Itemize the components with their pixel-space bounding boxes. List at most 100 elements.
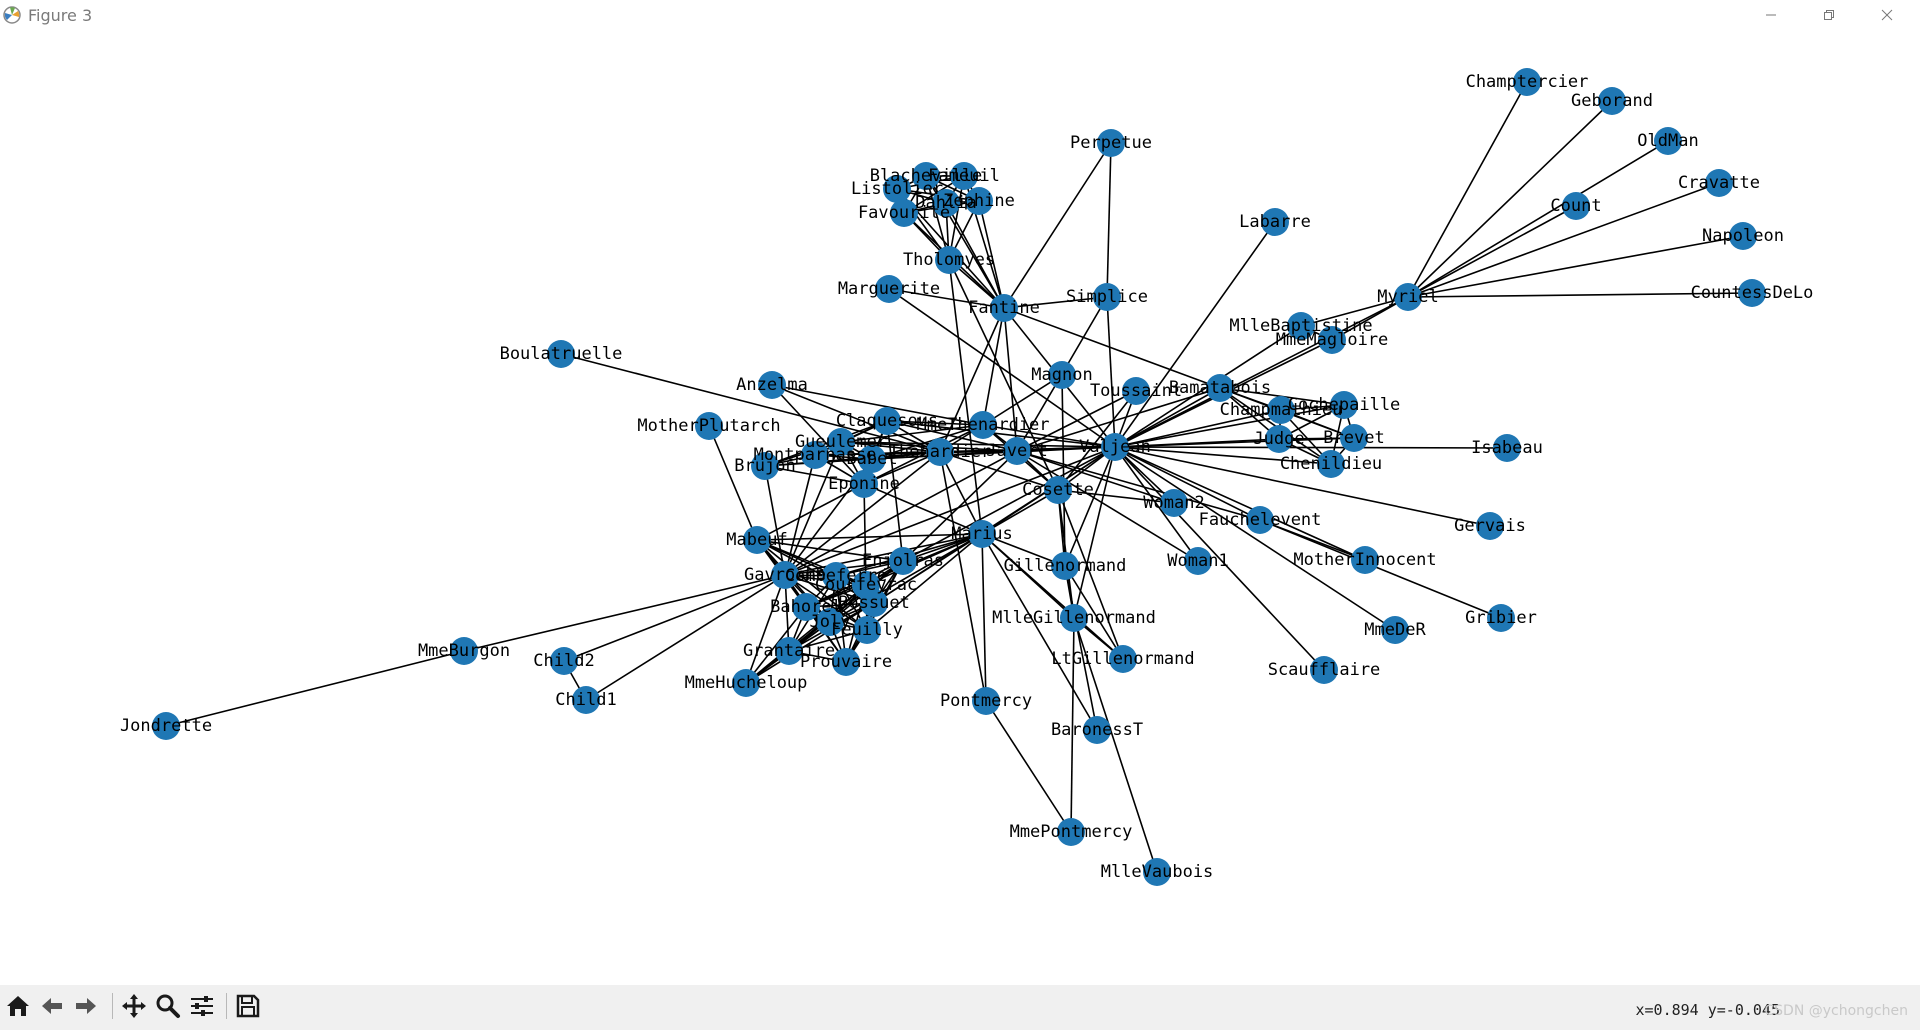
graph-edge — [1003, 296, 1108, 309]
graph-edge — [1407, 182, 1720, 298]
node-label: Marius — [951, 524, 1012, 544]
node-label: Bahorel — [770, 597, 842, 617]
graph-edge — [902, 450, 1018, 562]
node-label: Gillenormand — [1004, 556, 1127, 576]
graph-edge — [1407, 81, 1528, 298]
graph-node — [1093, 283, 1121, 311]
node-label: Zephine — [943, 191, 1015, 211]
close-button[interactable] — [1864, 0, 1910, 30]
minimize-button[interactable] — [1748, 0, 1794, 30]
cursor-coordinates: x=0.894 y=-0.045 — [1635, 1001, 1781, 1019]
node-label: Labarre — [1239, 212, 1311, 232]
graph-edge — [1061, 374, 1066, 567]
node-label: MotherPlutarch — [637, 416, 780, 436]
graph-labels: MyrielNapoleonMlleBaptistineMmeMagloireC… — [120, 72, 1813, 882]
graph-edge — [745, 606, 807, 684]
node-label: Champtercier — [1466, 72, 1589, 92]
graph-edge — [1016, 450, 1199, 562]
graph-edge — [1407, 235, 1744, 298]
node-label: Napoleon — [1702, 226, 1784, 246]
node-label: Feuilly — [831, 620, 903, 640]
graph-edge — [1114, 446, 1396, 631]
node-label: Judge — [1253, 429, 1304, 449]
graph-node — [1101, 433, 1129, 461]
home-icon — [7, 996, 29, 1016]
graph-edge — [1114, 446, 1508, 449]
graph-edge — [982, 424, 1116, 448]
pan-button[interactable] — [118, 990, 150, 1022]
graph-node — [732, 669, 760, 697]
graph-edge — [1114, 446, 1261, 521]
graph-node — [1057, 818, 1085, 846]
back-button[interactable] — [36, 990, 68, 1022]
graph-node — [850, 470, 878, 498]
node-label: Fauchelevent — [1199, 510, 1322, 530]
graph-edge — [863, 483, 867, 586]
graph-edge — [1057, 390, 1137, 491]
graph-edge — [764, 465, 786, 576]
graph-edge — [784, 451, 941, 576]
graph-edge — [863, 483, 983, 535]
graph-node — [1513, 68, 1541, 96]
graph-edge — [745, 602, 875, 684]
watermark: CSDN @ychongchen — [1764, 1003, 1908, 1019]
network-graph[interactable]: MyrielNapoleonMlleBaptistineMmeMagloireC… — [0, 30, 1920, 985]
node-label: Gribier — [1465, 608, 1537, 628]
graph-edge — [745, 574, 786, 684]
node-label: Blacheville — [870, 166, 983, 186]
node-label: OldMan — [1637, 131, 1698, 151]
configure-subplots-button[interactable] — [186, 990, 218, 1022]
graph-edge — [982, 307, 1005, 426]
node-label: Anzelma — [736, 375, 808, 395]
graph-edge — [945, 202, 1005, 309]
graph-node — [1598, 87, 1626, 115]
node-label: Cosette — [1022, 480, 1094, 500]
minimize-icon — [1766, 14, 1776, 16]
graph-edge — [1016, 450, 1261, 521]
zoom-button[interactable] — [152, 990, 184, 1022]
graph-edge — [1114, 221, 1276, 448]
graph-node — [1060, 604, 1088, 632]
graph-edge — [764, 420, 888, 467]
node-label: Marguerite — [838, 279, 940, 299]
graph-node — [873, 407, 901, 435]
graph-edge — [1114, 446, 1325, 671]
graph-node — [1083, 716, 1111, 744]
node-label: MmePontmercy — [1010, 822, 1133, 842]
graph-edge — [771, 384, 984, 426]
node-label: Gervais — [1454, 516, 1526, 536]
save-button[interactable] — [232, 990, 264, 1022]
home-button[interactable] — [2, 990, 34, 1022]
graph-node — [1381, 616, 1409, 644]
graph-node — [1476, 512, 1504, 540]
graph-edge — [560, 353, 941, 453]
node-label: Gavroche — [744, 565, 826, 585]
graph-edge — [981, 533, 1124, 660]
node-label: Geborand — [1571, 91, 1653, 111]
graph-edge — [784, 446, 1116, 576]
forward-icon — [76, 998, 96, 1014]
forward-button[interactable] — [70, 990, 102, 1022]
graph-edge — [1070, 617, 1075, 833]
graph-edge — [1259, 519, 1502, 619]
node-label: Listolier — [851, 179, 943, 199]
title-bar: Figure 3 — [0, 0, 1920, 30]
graph-node — [1261, 208, 1289, 236]
zoom-icon — [156, 994, 180, 1018]
node-label: Joly — [810, 612, 851, 632]
graph-edge — [1003, 307, 1018, 452]
graph-edge — [756, 539, 868, 631]
graph-node — [1705, 169, 1733, 197]
graph-node — [968, 520, 996, 548]
graph-edge — [840, 441, 1116, 448]
graph-edge — [925, 175, 950, 261]
graph-edge — [1073, 617, 1158, 873]
graph-edge — [1114, 446, 1491, 527]
graph-edge — [1057, 489, 1175, 504]
graph-node — [572, 686, 600, 714]
restore-button[interactable] — [1806, 0, 1852, 30]
node-label: Prouvaire — [800, 652, 892, 672]
graph-node — [792, 593, 820, 621]
graph-edge — [1114, 446, 1199, 562]
